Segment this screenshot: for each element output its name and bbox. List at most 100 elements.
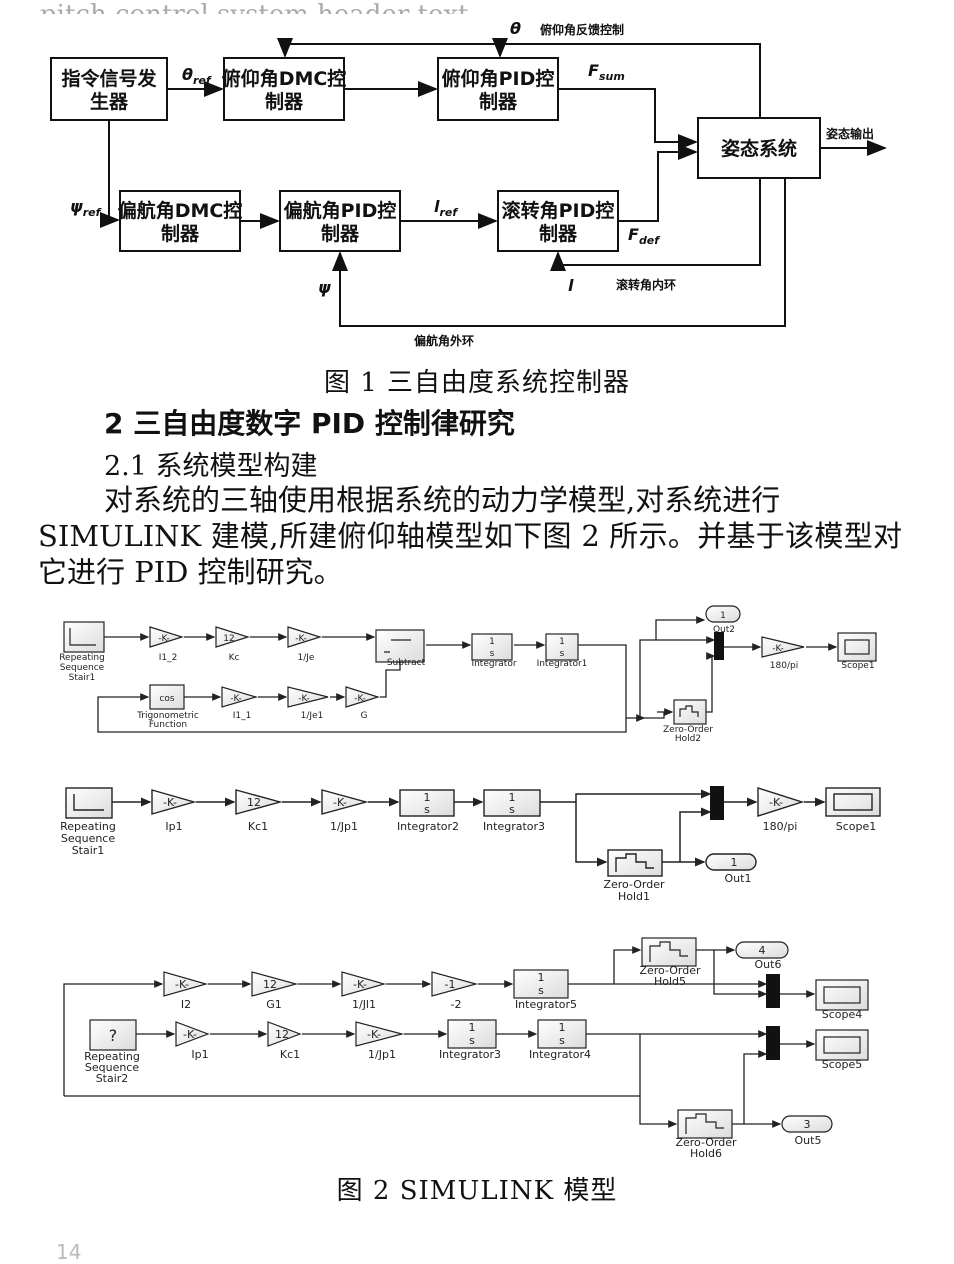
r1-int-num: 1 [489,637,495,647]
r2-out-num: 1 [731,856,738,869]
r3-scope5 [815,1029,869,1061]
f-def-label: Fdef [628,225,660,247]
r2-zoh-label-2: Hold1 [618,890,650,903]
r1-fb-gain3-text: -K- [354,694,365,704]
r3-int4-num: 1 [559,1021,566,1034]
r3-gain-b3-label: 1/Jp1 [368,1048,396,1061]
attitude-label: 姿态系统 [721,137,797,160]
l-label: l [568,276,574,295]
r3-gain-b2 [267,1021,302,1047]
r3-integrator3 [447,1019,497,1049]
r3-zoh6-label-2: Hold6 [690,1147,722,1160]
r2-source-label-2: Sequence [61,832,115,845]
r1-gain1-label: I1_2 [159,653,178,663]
r1-subtract-block [375,629,425,663]
r1-out-label: Out2 [713,625,735,635]
r1-gain3-text: -K- [295,634,306,644]
r3-gain-b2-text: 12 [275,1028,289,1041]
r3-out5-port [781,1115,833,1133]
psi-ref-label: ψref [70,197,102,219]
r1-integrator [471,633,513,661]
r3-integrator5 [513,969,569,999]
r3-gain-b3 [355,1021,405,1047]
r3-mux1 [766,974,780,1008]
r2-source-label-1: Repeating [60,820,116,833]
r1-int1-num: 1 [559,637,565,647]
pitch-dmc-block [223,57,345,121]
r1-gain3 [287,626,323,648]
r2-int2-den: s [424,803,430,816]
r1-zoh-label-1: Zero-Order [663,725,713,735]
yaw-pid-block [279,190,401,252]
r3-out5-label: Out5 [795,1134,822,1147]
r1-source-label-1: Repeating [59,653,105,663]
r3-gain-a2 [251,971,299,997]
r1-source-block [63,621,105,653]
r2-gain2-label: Kc1 [248,820,268,833]
roll-inner-loop-label: 滚转角内环 [616,277,676,292]
r3-out5-num: 3 [804,1118,811,1131]
r1-rad-gain-text: -K- [772,644,783,654]
r1-rad-gain-label: 180/pi [770,661,798,671]
r1-trig-block [149,684,185,710]
pitch-pid-label-1: 俯仰角PID控 [442,67,555,90]
r1-integrator1 [545,633,579,661]
figure2-simulink-model: -K- 12 -K- 1 s 1 s cos -K- -K- -K- 1 -K-… [59,605,881,1160]
r3-mux2 [766,1026,780,1060]
theta-label: θ [510,19,521,38]
r2-gain3 [321,789,369,815]
r1-zoh-label-2: Hold2 [675,734,701,744]
r2-gain2 [235,789,283,815]
r1-fb-gain2-label: 1/Je1 [301,711,324,721]
r1-gain2 [215,626,251,648]
pitch-feedback-label: 俯仰角反馈控制 [540,22,624,37]
figure1-caption: 图 1 三自由度系统控制器 [323,368,631,398]
r3-source-label-1: Repeating [84,1050,140,1063]
r1-gain2-text: 12 [223,634,234,644]
r3-gain-a1 [163,971,209,997]
r3-zoh5 [641,937,697,967]
r2-gain3-label: 1/Jp1 [330,820,358,833]
r3-gain-b1 [175,1021,210,1047]
r2-scope [825,787,881,817]
r2-gain1-label: Ip1 [165,820,182,833]
r3-gain-b1-label: Ip1 [191,1048,208,1061]
cmd-gen-label-2: 生器 [90,90,129,113]
r3-source-text: ? [109,1026,118,1045]
r1-gain1 [149,626,185,648]
r2-int3-num: 1 [509,791,516,804]
r2-scope-label: Scope1 [836,820,877,833]
r1-zoh [673,699,707,725]
r3-out6-port [735,941,789,959]
r3-integrator3-label: Integrator3 [439,1048,501,1061]
figure2-caption: 图 2 SIMULINK 模型 [336,1176,618,1206]
roll-pid-label-1: 滚转角PID控 [502,199,615,222]
cut-off-header: pitch control system header text [40,0,680,14]
pitch-pid-label-2: 制器 [479,90,518,113]
r2-gain1 [151,789,197,815]
r1-trig-text: cos [159,694,174,704]
r1-scope [837,632,877,662]
r1-mux [714,632,724,660]
l-ref-label: lref [434,197,458,219]
r1-source-label-2: Sequence [60,663,105,673]
r2-integrator2-label: Integrator2 [397,820,459,833]
r2-rad-gain-text: -K- [769,796,783,809]
r2-rad-gain [757,787,805,817]
r1-fb-gain2 [287,686,329,708]
r3-int4-den: s [559,1034,565,1047]
r3-zoh6 [677,1109,733,1139]
r2-source-block [65,787,113,819]
r2-out-port [705,853,757,871]
r3-source-label-2: Sequence [85,1061,139,1074]
r3-gain-b3-text: -K- [367,1028,381,1041]
r1-fb-gain3-label: G [361,711,368,721]
psi-label: ψ [318,278,331,297]
r3-gain-a4-label: -2 [451,998,462,1011]
r1-fb-gain1-text: -K- [230,694,241,704]
attitude-output-label: 姿态输出 [826,126,874,141]
r3-integrator5-label: Integrator5 [515,998,577,1011]
r1-out-port [705,605,741,623]
r2-mux [710,786,724,820]
r3-source-block [89,1019,137,1051]
